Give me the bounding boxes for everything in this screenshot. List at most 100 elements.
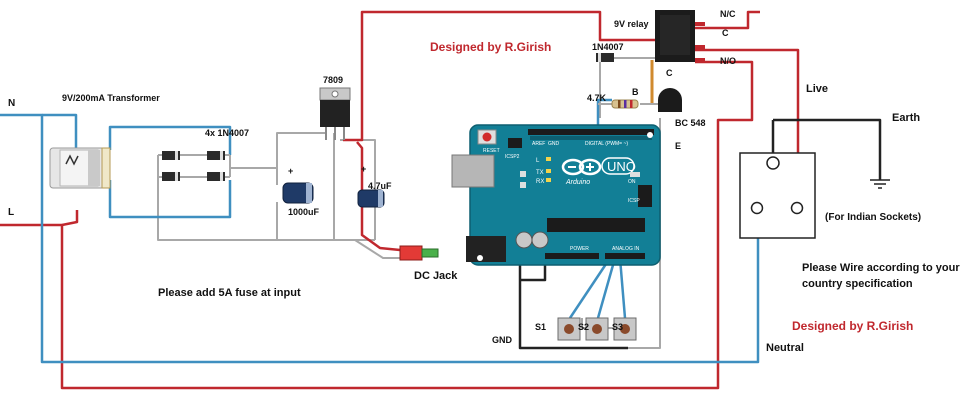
jack-ground-wire (354, 239, 400, 259)
label-l: L (8, 207, 14, 218)
live-red-wire (0, 60, 754, 390)
label-s3: S3 (612, 322, 623, 332)
analog-label: ANALOG IN (612, 246, 640, 252)
diode-icon (162, 151, 180, 160)
gnd-pin-wire (520, 265, 547, 282)
label-cap47: 4.7uF (368, 181, 392, 191)
gnd-pin-label: GND (548, 141, 560, 147)
transformer-l-wire (61, 210, 79, 227)
icsp2-header (508, 138, 522, 148)
label-instructions-line1: Please Wire according to your (802, 262, 960, 274)
rectifier-bottom-wire (108, 180, 232, 219)
nc-stub-wire (695, 10, 760, 30)
power-label: POWER (570, 246, 589, 252)
earth-pin (766, 156, 780, 170)
transformer-n-wire (42, 113, 78, 150)
label-cap1000: 1000uF (288, 207, 320, 217)
label-base: B (632, 87, 639, 97)
s2-signal-wire (596, 257, 617, 319)
red-wires (0, 10, 800, 390)
label-diodes: 4x 1N4007 (205, 128, 249, 138)
label-resistor: 4.7K (587, 93, 607, 103)
reset-label: RESET (483, 148, 500, 154)
label-plus-2: + (361, 164, 366, 174)
relay (655, 10, 705, 62)
on-label: ON (628, 179, 636, 185)
neutral-blue-wire (0, 113, 760, 364)
label-gnd: GND (492, 335, 513, 345)
resistor (598, 99, 639, 109)
diode-icon (162, 172, 180, 181)
icsp-label: ICSP (628, 198, 640, 204)
power-header (545, 253, 599, 259)
arduino-board: RESET ICSP2 DIGITAL (PWM= ~) AREF GND L … (451, 124, 661, 266)
label-collector: C (666, 68, 673, 78)
analog-header (605, 253, 645, 259)
transistor (640, 88, 682, 112)
bridge-rectifier (157, 151, 231, 181)
earth-wire (773, 118, 882, 180)
label-plus-1: + (288, 166, 293, 176)
microcontroller-chip (547, 218, 645, 232)
label-fuse: Please add 5A fuse at input (158, 287, 301, 299)
capacitor-4-7uf (357, 189, 385, 208)
label-instructions-line2: country specification (802, 278, 913, 290)
relay-flyback-diode (596, 53, 614, 62)
button-ground-bus (581, 318, 628, 329)
supply-to-relay-wire (343, 10, 660, 142)
usb-port (451, 154, 495, 188)
blue-wires (0, 98, 760, 364)
diode-icon (207, 151, 225, 160)
dc-jack (399, 245, 439, 261)
led-tx-label: TX (536, 170, 544, 176)
label-n: N (8, 98, 15, 109)
push-button-s3 (613, 317, 637, 341)
label-no: N/O (720, 56, 736, 66)
black-wires (518, 118, 882, 350)
led-l-label: L (536, 158, 540, 164)
arduino-logo-icon (561, 158, 602, 176)
wall-socket (739, 152, 816, 239)
credit-top: Designed by R.Girish (430, 40, 551, 54)
gnd-black-wire (518, 265, 628, 350)
board-name: UNO (607, 159, 636, 174)
rectifier-top-wire (108, 125, 232, 155)
label-live: Live (806, 83, 828, 95)
push-button-s1 (557, 317, 581, 341)
transformer (49, 147, 111, 189)
transformer-symbol-icon (65, 154, 79, 166)
diode-icon (207, 172, 225, 181)
label-s1: S1 (535, 322, 546, 332)
label-s2: S2 (578, 322, 589, 332)
voltage-regulator (319, 87, 351, 140)
push-button-s2 (585, 317, 609, 341)
rectifier-return-wire (157, 155, 375, 241)
board-brand: Arduino (565, 179, 590, 186)
digital-label: DIGITAL (PWM= ~) (585, 141, 628, 147)
icsp-header (638, 185, 652, 207)
labels: Designed by R.Girish Designed by R.Giris… (8, 9, 960, 354)
label-sockets: (For Indian Sockets) (825, 212, 921, 223)
jack-positive-wire (356, 141, 401, 252)
led-rx-label: RX (536, 179, 544, 185)
rectifier-output-wire (230, 132, 325, 169)
power-barrel-jack (466, 236, 506, 262)
label-earth: Earth (892, 112, 920, 124)
label-relay-c: C (722, 28, 729, 38)
s3-signal-wire (618, 257, 627, 319)
resistor-to-pin-wire (596, 98, 612, 135)
label-transformer: 9V/200mA Transformer (62, 93, 160, 103)
ground-symbol-icon (870, 179, 890, 189)
label-regulator: 7809 (323, 75, 343, 85)
label-nc: N/C (720, 9, 736, 19)
label-relay: 9V relay (614, 19, 649, 29)
aref-label: AREF (532, 141, 545, 147)
label-emitter: E (675, 141, 681, 151)
neutral-pin (750, 201, 764, 215)
icsp2-label: ICSP2 (505, 154, 520, 160)
label-transistor: BC 548 (675, 118, 706, 128)
live-pin (790, 201, 804, 215)
label-relay-diode: 1N4007 (592, 42, 624, 52)
